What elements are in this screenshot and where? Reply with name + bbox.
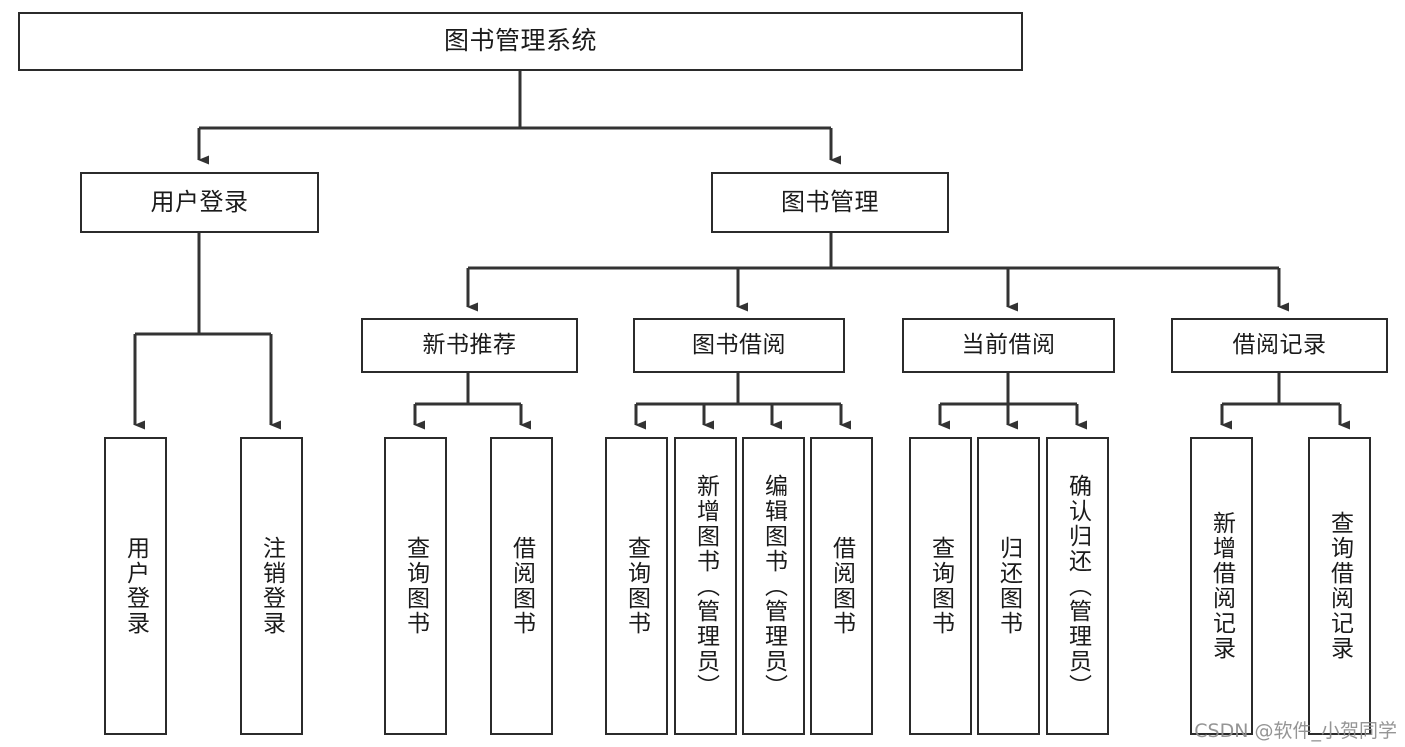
leaf-current-query-book[interactable]: 查询图书	[909, 437, 972, 735]
leaf-current-confirm-return-admin-label: 确认归还（管理员）	[1064, 473, 1091, 699]
csdn-watermark: CSDN @软件_小贺同学	[1194, 720, 1397, 742]
node-root-label: 图书管理系统	[443, 26, 597, 56]
leaf-user-login-logout[interactable]: 注销登录	[240, 437, 303, 735]
leaf-current-confirm-return-admin[interactable]: 确认归还（管理员）	[1046, 437, 1109, 735]
leaf-new-book-query-book[interactable]: 查询图书	[384, 437, 447, 735]
leaf-borrow-edit-book-admin-label: 编辑图书（管理员）	[760, 473, 787, 699]
node-current-borrow[interactable]: 当前借阅	[902, 318, 1115, 373]
leaf-new-book-query-book-label: 查询图书	[402, 536, 429, 636]
leaf-record-add-record[interactable]: 新增借阅记录	[1190, 437, 1253, 735]
leaf-borrow-borrow-book-label: 借阅图书	[828, 536, 855, 636]
leaf-borrow-add-book-admin-label: 新增图书（管理员）	[692, 473, 719, 699]
leaf-borrow-query-book-label: 查询图书	[623, 536, 650, 636]
node-user-login-label: 用户登录	[150, 187, 249, 216]
leaf-record-add-record-label: 新增借阅记录	[1208, 511, 1235, 661]
leaf-current-return-book-label: 归还图书	[995, 536, 1022, 636]
node-borrow-record[interactable]: 借阅记录	[1171, 318, 1388, 373]
leaf-borrow-edit-book-admin[interactable]: 编辑图书（管理员）	[742, 437, 805, 735]
node-user-login[interactable]: 用户登录	[80, 172, 319, 233]
leaf-new-book-borrow-book-label: 借阅图书	[508, 536, 535, 636]
leaf-current-query-book-label: 查询图书	[927, 536, 954, 636]
leaf-user-login-logout-label: 注销登录	[258, 536, 285, 636]
node-book-management[interactable]: 图书管理	[711, 172, 949, 233]
leaf-new-book-borrow-book[interactable]: 借阅图书	[490, 437, 553, 735]
leaf-record-query-record-label: 查询借阅记录	[1326, 511, 1353, 661]
node-new-book-recommend[interactable]: 新书推荐	[361, 318, 578, 373]
leaf-record-query-record[interactable]: 查询借阅记录	[1308, 437, 1371, 735]
leaf-user-login-login-label: 用户登录	[122, 536, 149, 636]
node-book-management-label: 图书管理	[781, 187, 879, 216]
leaf-borrow-add-book-admin[interactable]: 新增图书（管理员）	[674, 437, 737, 735]
node-book-borrow[interactable]: 图书借阅	[633, 318, 845, 373]
node-root-book-management-system[interactable]: 图书管理系统	[18, 12, 1023, 71]
node-borrow-record-label: 借阅记录	[1232, 332, 1327, 359]
node-current-borrow-label: 当前借阅	[961, 332, 1056, 359]
node-book-borrow-label: 图书借阅	[692, 332, 786, 359]
leaf-current-return-book[interactable]: 归还图书	[977, 437, 1040, 735]
node-new-book-recommend-label: 新书推荐	[422, 332, 517, 359]
leaf-borrow-borrow-book[interactable]: 借阅图书	[810, 437, 873, 735]
leaf-borrow-query-book[interactable]: 查询图书	[605, 437, 668, 735]
leaf-user-login-login[interactable]: 用户登录	[104, 437, 167, 735]
